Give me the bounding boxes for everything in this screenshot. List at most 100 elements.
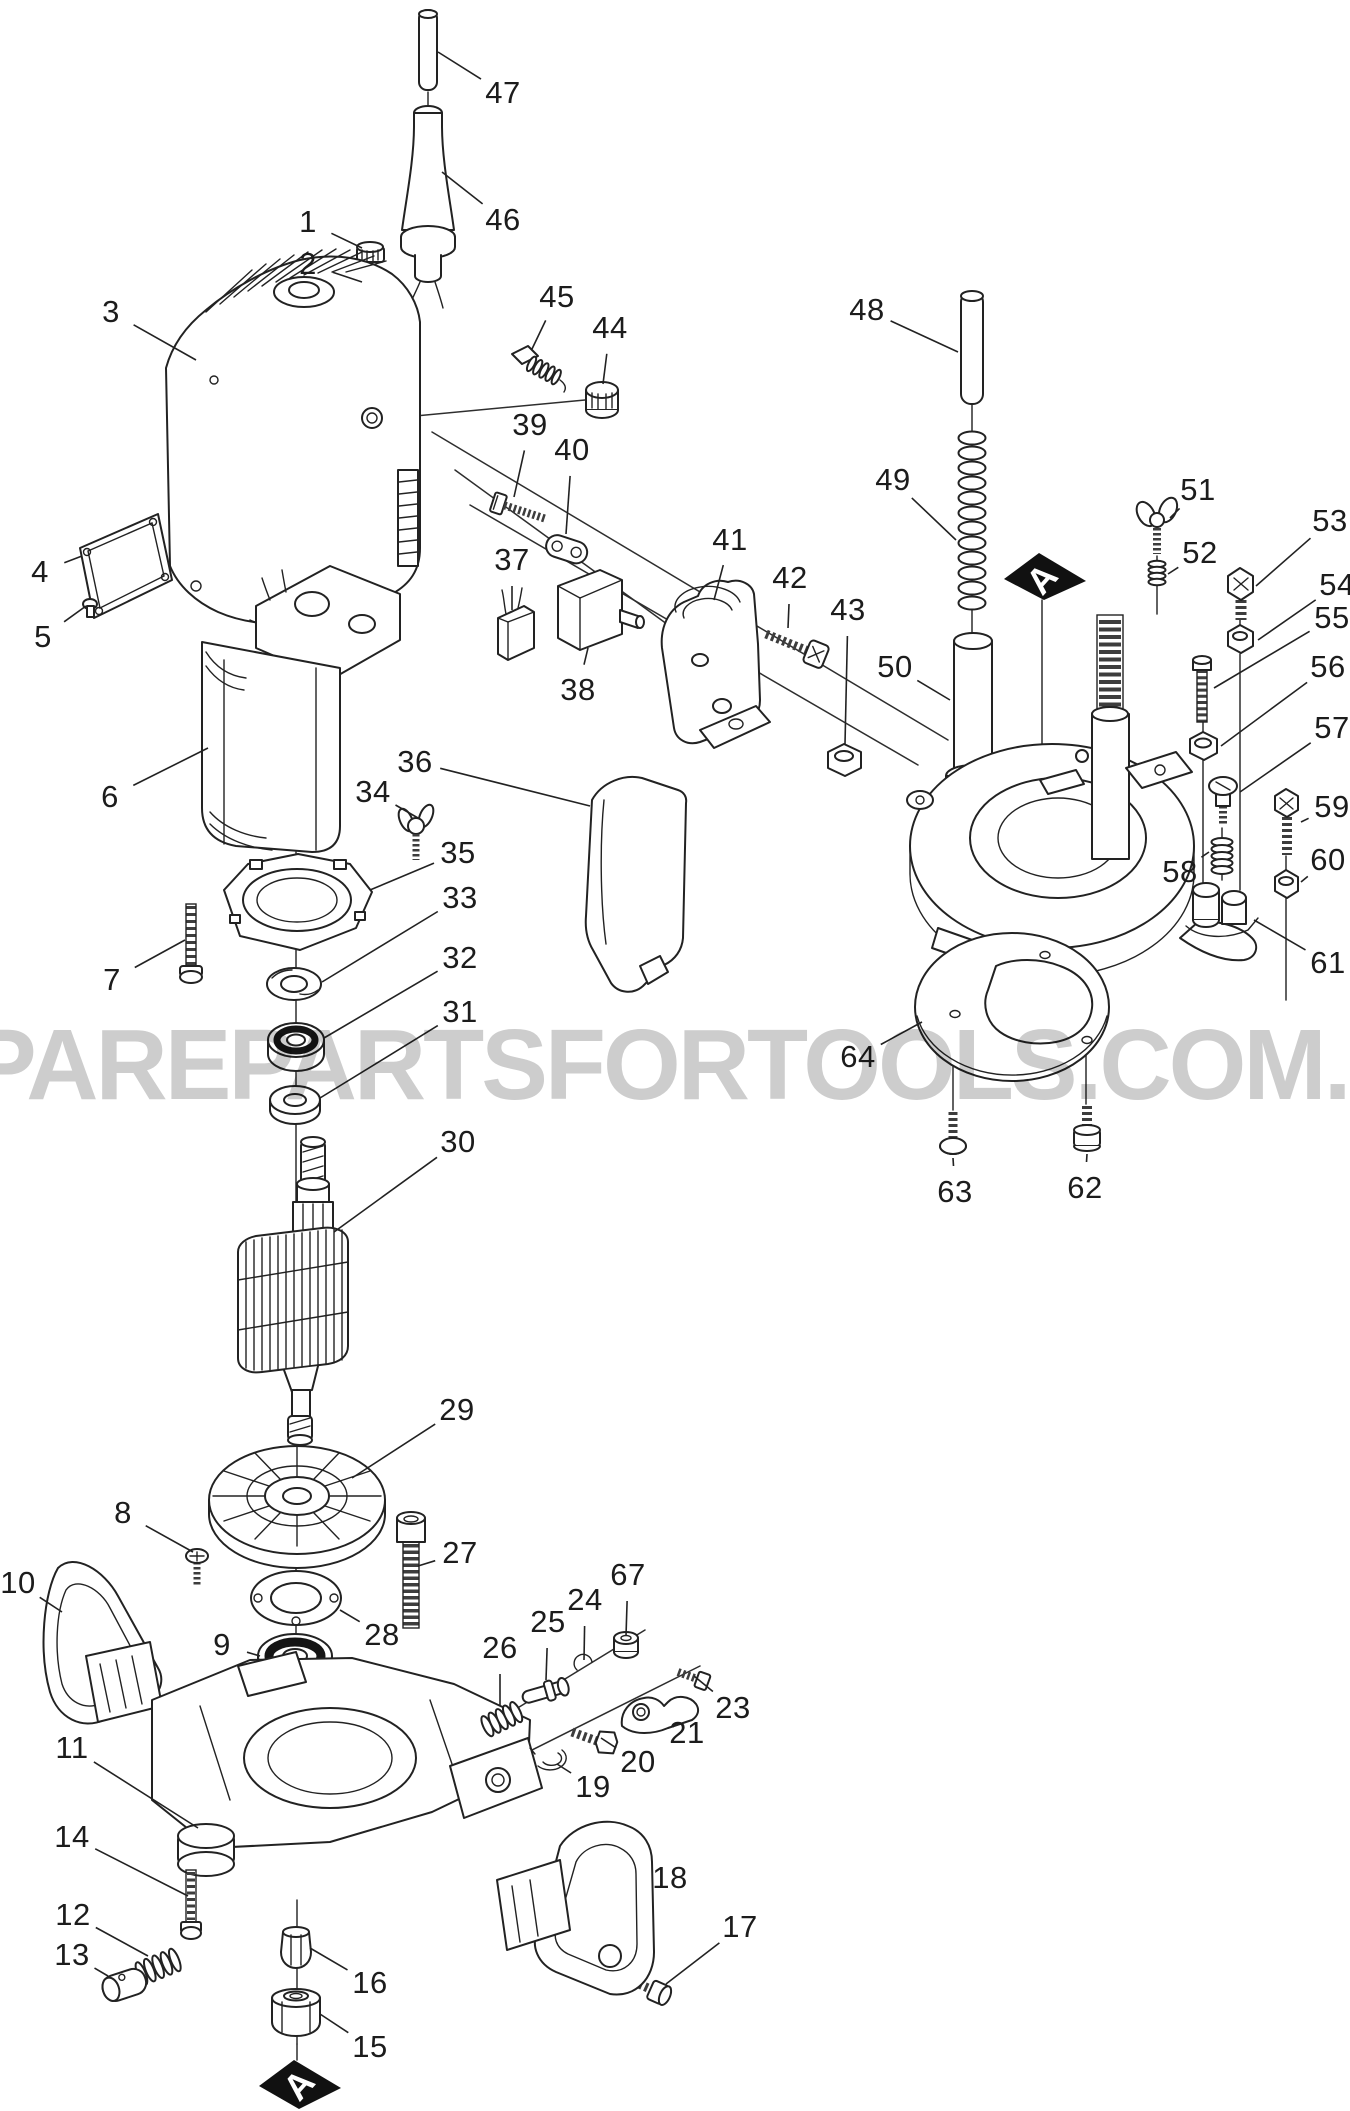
part-11-shape: [151, 1651, 543, 1877]
leader-line-32: [323, 970, 439, 1039]
leader-line-67: [625, 1600, 628, 1637]
part-45-shape: [511, 345, 567, 393]
leader-line-59: [1300, 817, 1309, 823]
leader-line-33: [321, 910, 439, 983]
leader-line-40: [565, 475, 571, 535]
part-4-shape: [79, 513, 173, 619]
leader-line-39: [513, 450, 526, 498]
part-34-shape: [397, 803, 435, 860]
part-46-shape: [400, 105, 456, 309]
part-21-shape: [620, 1696, 700, 1734]
part-31-shape: [269, 1085, 321, 1125]
part-3-shape: [165, 248, 421, 628]
part-53-shape: [1227, 567, 1254, 620]
leader-line-19: [556, 1763, 572, 1774]
part-48-shape: [960, 290, 984, 405]
leader-line-58: [1200, 851, 1210, 858]
part-41-shape: [660, 579, 771, 749]
marker-a-bottom: A: [259, 2060, 341, 2109]
marker-a-bottom-letter: A: [275, 2061, 323, 2108]
part-43-shape: [827, 743, 862, 777]
leader-line-45: [531, 320, 547, 350]
leader-line-28: [339, 1609, 361, 1623]
leader-line-15: [319, 2013, 349, 2034]
leader-line-20: [600, 1737, 617, 1749]
leader-line-8: [145, 1525, 194, 1553]
leader-line-60: [1300, 875, 1309, 883]
leader-line-42: [787, 603, 790, 629]
part-5-shape: [82, 598, 98, 618]
leader-line-43: [844, 635, 849, 745]
leader-line-9: [246, 1651, 261, 1657]
part-30-shape: [237, 1136, 349, 1446]
leader-line-64: [880, 1021, 923, 1046]
part-29-shape: [208, 1445, 386, 1569]
part-25-shape: [521, 1677, 570, 1704]
part-42-shape: [764, 629, 830, 669]
leader-line-14: [94, 1848, 189, 1897]
leader-line-10: [39, 1596, 63, 1613]
leader-line-16: [309, 1947, 348, 1971]
leader-line-49: [911, 497, 957, 541]
leader-line-13: [94, 1967, 109, 1977]
leader-line-54: [1257, 599, 1317, 641]
leader-line-5: [63, 605, 87, 623]
leader-line-30: [333, 1156, 438, 1233]
leader-line-34: [395, 804, 419, 819]
leader-line-31: [319, 1024, 439, 1099]
part-56-shape: [1189, 731, 1218, 761]
part-20-shape: [570, 1727, 619, 1755]
leader-line-62: [1085, 1153, 1088, 1163]
leader-line-53: [1255, 537, 1312, 587]
part-55-shape: [1192, 655, 1212, 723]
part-64-shape: [914, 932, 1110, 1082]
leader-line-27: [417, 1559, 436, 1567]
part-63-shape: [939, 1112, 967, 1155]
leader-line-35: [369, 862, 435, 891]
leader-line-44: [602, 353, 608, 385]
leader-line-29: [351, 1423, 436, 1479]
part-33-shape: [266, 967, 322, 1001]
label-leader-lines: [39, 51, 1317, 2034]
leader-line-4: [64, 555, 83, 564]
part-36-shape: [584, 776, 688, 993]
leader-line-56: [1220, 681, 1308, 747]
part-57-shape: [1208, 776, 1238, 826]
leader-line-38: [583, 647, 589, 665]
leader-line-11: [93, 1761, 199, 1829]
part-26-shape: [480, 1701, 524, 1738]
part-49-shape: [957, 430, 987, 611]
part-37-shape: [497, 587, 535, 661]
leader-line-48: [890, 320, 959, 353]
part-23-shape: [676, 1668, 712, 1691]
leader-line-1: [331, 232, 363, 249]
part-44-shape: [585, 381, 619, 419]
leader-line-57: [1239, 742, 1312, 793]
leader-line-46: [441, 171, 484, 205]
part-62-shape: [1073, 1106, 1101, 1152]
part-1-shape: [356, 241, 385, 263]
part-52-shape: [1147, 559, 1167, 587]
part-58-shape: [1210, 837, 1234, 875]
part-7-shape: [179, 903, 203, 984]
leader-line-24: [583, 1625, 586, 1661]
watermark: PAREPARTSFORTOOLS.COM.A: [0, 1009, 1350, 1121]
part-60-shape: [1274, 869, 1299, 899]
part-15-shape: [271, 1988, 321, 2037]
part-24-shape: [573, 1653, 593, 1671]
part-39-shape: [489, 491, 548, 523]
leader-line-61: [1253, 919, 1306, 951]
part-27-shape: [396, 1511, 426, 1629]
leader-line-36: [440, 767, 591, 807]
part-38-shape: [557, 569, 645, 651]
part-51-shape: [1135, 496, 1179, 554]
leader-line-52: [1167, 566, 1179, 575]
part-10-shape: [42, 1561, 163, 1725]
leader-line-12: [95, 1926, 149, 1957]
part-16-shape: [280, 1926, 312, 1969]
part-54-shape: [1227, 624, 1254, 654]
part-61-shape: [1185, 882, 1259, 938]
leader-line-6: [132, 747, 209, 787]
